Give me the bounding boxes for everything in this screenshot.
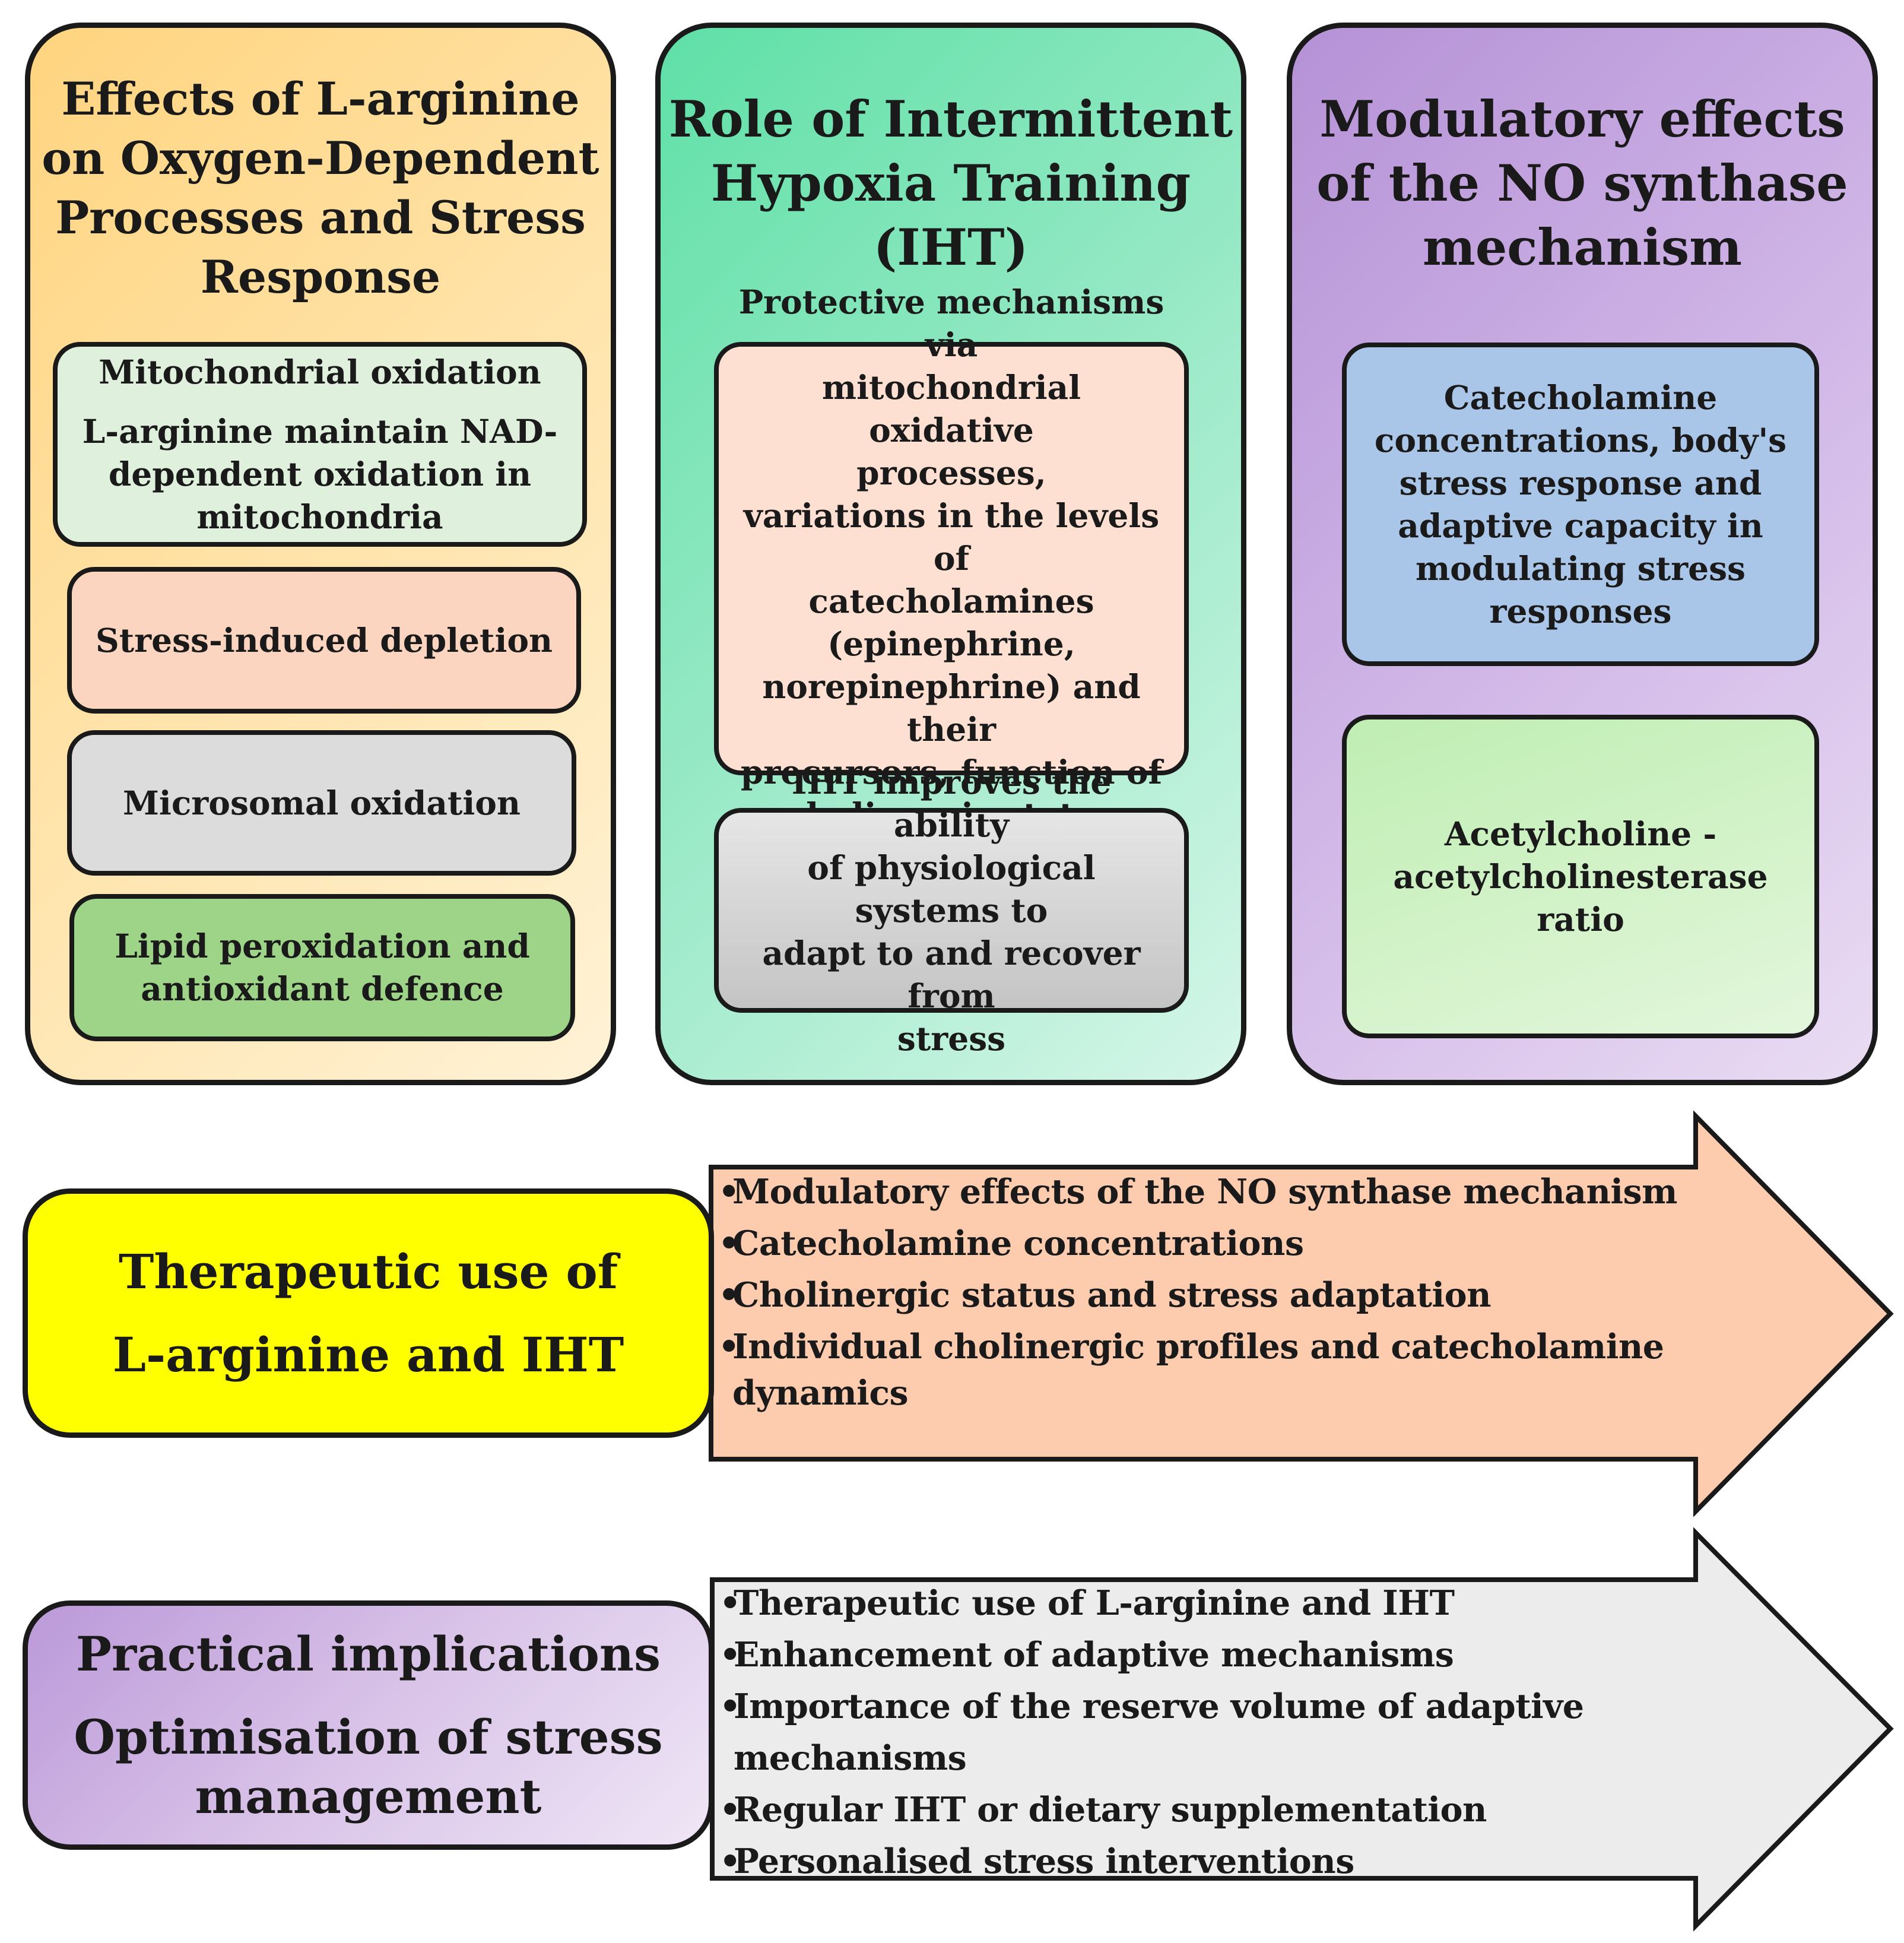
box-line: antioxidant defence [141,969,504,1008]
list-item-text: Enhancement of adaptive mechanisms [734,1635,1454,1675]
list-item: • Modulatory effects of the NO synthase … [718,1166,1703,1218]
box-line: dependent oxidation in [108,454,532,493]
practical-bullet-list: • Therapeutic use of L-arginine and IHT … [719,1577,1705,1887]
box-line: mitochondrial oxidative [821,368,1081,449]
therapeutic-bullet-list: • Modulatory effects of the NO synthase … [718,1166,1703,1416]
column-iht: Role of Intermittent Hypoxia Training (I… [655,23,1246,1085]
list-item: • Cholinergic status and stress adaptati… [718,1269,1703,1321]
box-line: (epinephrine, [827,625,1075,663]
box-line: IHT improves the ability [791,762,1112,844]
list-item: • Personalised stress interventions [719,1836,1705,1887]
box-line: stress response and [1399,463,1762,502]
list-item: • Catecholamine concentrations [718,1218,1703,1269]
list-item-text: Catecholamine concentrations [732,1224,1304,1263]
box-line: Protective mechanisms via [738,283,1164,364]
box-line: catecholamines [808,582,1094,620]
list-item-text: dynamics [732,1373,909,1413]
box-catecholamine-concentrations: Catecholamine concentrations, body's str… [1342,343,1819,666]
list-item: • Importance of the reserve volume of ad… [719,1681,1705,1784]
box-line: of physiological systems to [807,848,1096,930]
box-subtitle-line: Optimisation of stress [74,1709,663,1765]
box-subtitle-line: management [195,1768,542,1824]
bullet-icon: • [718,1172,740,1212]
list-item-text: Therapeutic use of L-arginine and IHT [734,1583,1455,1623]
box-label: Microsomal oxidation [123,783,521,822]
bullet-icon: • [719,1635,741,1675]
box-title: Mitochondrial oxidation [99,352,541,391]
title-line: Hypoxia Training [710,154,1191,213]
title-line: Processes and Stress [55,191,586,244]
box-iht-improves: IHT improves the ability of physiologica… [714,763,1189,1058]
practical-implications-box: Practical implications Optimisation of s… [23,1600,714,1850]
box-label: Stress-induced depletion [95,620,553,660]
box-title-line: L-arginine and IHT [112,1327,624,1383]
box-stress-induced-depletion: Stress-induced depletion [67,567,581,714]
list-item-text: Regular IHT or dietary supplementation [734,1790,1487,1830]
title-line: (IHT) [873,218,1029,277]
box-protective-mechanisms: Protective mechanisms via mitochondrial … [714,283,1189,834]
therapeutic-use-box: Therapeutic use of L-arginine and IHT [23,1188,714,1438]
therapeutic-arrow [709,1110,1894,1517]
list-item-text: Importance of the reserve volume of adap… [734,1687,1584,1778]
box-acetylcholine-ratio: Acetylcholine - acetylcholinesterase rat… [1342,715,1819,1038]
box-line: concentrations, body's [1374,420,1787,459]
box-microsomal-oxidation: Microsomal oxidation [67,730,576,876]
box-line: norepinephrine) and their [762,667,1141,749]
title-line: mechanism [1422,218,1743,277]
box-line: variations in the levels of [743,496,1160,578]
box-line: Catecholamine [1443,378,1718,417]
list-item: • Regular IHT or dietary supplementation [719,1784,1705,1836]
bullet-icon: • [719,1583,741,1623]
box-line: stress [897,1019,1006,1058]
title-line: Response [200,251,441,303]
box-line: modulating stress [1415,549,1746,588]
bullet-icon: • [719,1790,741,1830]
title-line: Oxygen-Dependent [120,132,599,185]
box-line: precursors, function of [740,753,1163,791]
box-line: Lipid peroxidation and [115,927,530,965]
box-title-line: Therapeutic use of [118,1244,618,1299]
box-line: processes, [856,454,1046,492]
box-line: Acetylcholine - [1444,814,1717,853]
bullet-icon: • [719,1687,741,1726]
bullet-icon: • [718,1275,740,1315]
box-mitochondrial-oxidation: Mitochondrial oxidation L-arginine maint… [53,342,587,547]
list-item-text: Modulatory effects of the NO synthase me… [732,1172,1677,1212]
title-line: the NO synthase [1388,154,1848,213]
title-line: Modulatory effects of [1316,90,1845,213]
list-item: • Individual cholinergic profiles and ca… [718,1324,1703,1416]
box-line: acetylcholinesterase ratio [1393,857,1768,939]
column-oxygen-processes: Effects of L-arginine on Oxygen-Dependen… [25,23,616,1085]
column-title: Modulatory effects of the NO synthase me… [1292,87,1873,280]
bullet-icon: • [719,1841,741,1881]
box-line: mitochondria [196,497,443,536]
title-line: Role of Intermittent [668,90,1233,148]
bullet-icon: • [718,1327,740,1367]
list-item-text: Cholinergic status and stress adaptation [732,1275,1492,1315]
box-line: responses [1489,591,1672,630]
list-item: • Enhancement of adaptive mechanisms [719,1629,1705,1681]
box-title-line: Practical implications [75,1626,661,1682]
column-no-synthase: Modulatory effects of the NO synthase me… [1287,23,1878,1085]
bullet-icon: • [718,1224,740,1263]
title-line: Effects of L-arginine on [42,72,580,185]
list-item: • Therapeutic use of L-arginine and IHT [719,1577,1705,1629]
list-item-text: Individual cholinergic profiles and cate… [732,1327,1664,1367]
list-item-text: Personalised stress interventions [734,1841,1354,1881]
box-lipid-peroxidation: Lipid peroxidation and antioxidant defen… [69,894,575,1041]
box-line: L-arginine maintain NAD- [82,411,558,451]
box-line: adaptive capacity in [1398,506,1763,545]
box-line: adapt to and recover from [762,933,1141,1015]
practical-arrow [710,1527,1894,1932]
column-title: Effects of L-arginine on Oxygen-Dependen… [30,69,611,307]
column-title: Role of Intermittent Hypoxia Training (I… [661,87,1241,280]
